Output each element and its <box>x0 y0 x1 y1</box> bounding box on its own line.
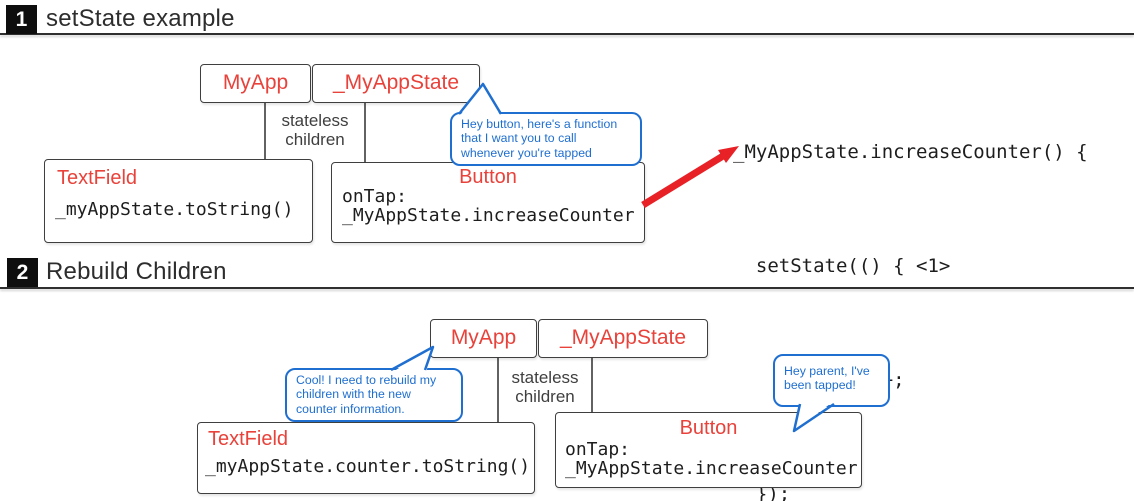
section2-textfield-title: TextField <box>208 428 289 450</box>
section2-myappstate-label: _MyAppState <box>559 326 687 349</box>
code-line: _MyAppState.increaseCounter() { <box>733 141 1088 163</box>
section1-button-handler: _MyAppState.increaseCounter <box>342 205 635 226</box>
section1-myappstate-node: _MyAppState <box>312 64 480 103</box>
section2-speech-bubble-right: Hey parent, I've been tapped! <box>773 354 890 407</box>
section1-title: setState example <box>46 5 235 32</box>
section1-myapp-node: MyApp <box>200 64 311 103</box>
section2-button-box: Button onTap: _MyAppState.increaseCounte… <box>555 412 862 488</box>
section1-divider <box>0 33 1134 35</box>
section2-divider <box>0 287 1134 289</box>
section2-myapp-label: MyApp <box>450 326 517 349</box>
section1-textfield-code: _myAppState.toString() <box>55 199 294 220</box>
section1-stateless-children-label: stateless children <box>281 111 349 149</box>
section2-number-badge: 2 <box>7 258 38 287</box>
section2-button-handler: _MyAppState.increaseCounter <box>565 458 858 479</box>
section1-button-box: Button onTap: _MyAppState.increaseCounte… <box>331 162 645 243</box>
section1-speech-bubble: Hey button, here's a function that I wan… <box>450 112 642 166</box>
section2-button-title: Button <box>679 417 738 439</box>
section1-number-badge: 1 <box>6 5 37 34</box>
section1-button-ontap: onTap: <box>342 186 408 207</box>
section2-button-ontap: onTap: <box>565 439 631 460</box>
section2-stateless-children-label: stateless children <box>511 368 579 406</box>
section1-myapp-label: MyApp <box>222 71 289 94</box>
section1-myappstate-label: _MyAppState <box>332 71 460 94</box>
section2-myapp-node: MyApp <box>430 319 537 358</box>
section2-myappstate-node: _MyAppState <box>538 319 708 358</box>
section1-textfield-title: TextField <box>57 167 138 189</box>
section1-textfield-box: TextField _myAppState.toString() <box>44 159 313 243</box>
section2-title: Rebuild Children <box>46 258 227 285</box>
code-line: setState(() { <1> <box>733 255 951 277</box>
section2-speech-bubble-left: Cool! I need to rebuild my children with… <box>285 368 463 422</box>
red-arrow-icon <box>641 146 739 208</box>
section1-button-title: Button <box>459 166 517 188</box>
section2-textfield-code: _myAppState.counter.toString() <box>205 456 531 477</box>
section2-textfield-box: TextField _myAppState.counter.toString() <box>197 422 535 494</box>
